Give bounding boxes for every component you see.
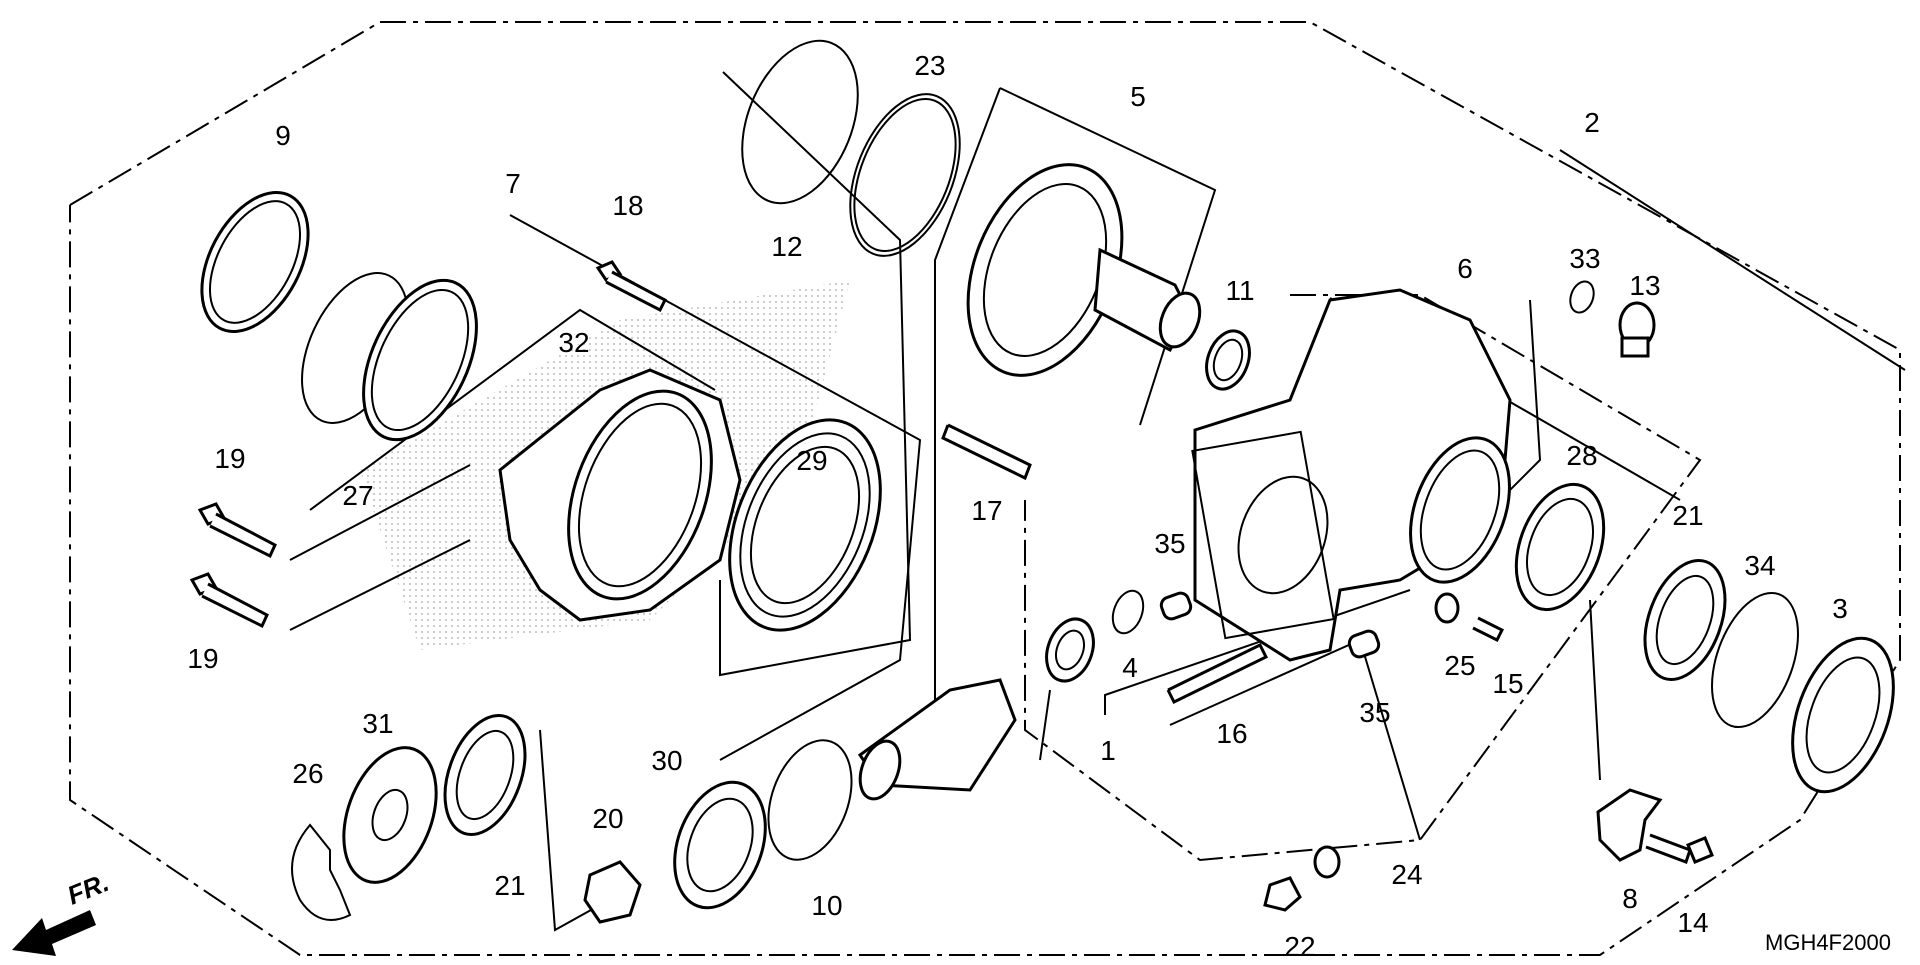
callout-20: 20 bbox=[592, 803, 623, 834]
callout-5: 5 bbox=[1130, 81, 1146, 112]
callout-22: 22 bbox=[1284, 931, 1315, 960]
part-32-seal-ring bbox=[362, 278, 478, 442]
part-24-washer bbox=[1313, 845, 1341, 879]
callout-15: 15 bbox=[1492, 668, 1523, 699]
part-18-bolt bbox=[595, 260, 667, 313]
part-34-o-ring bbox=[1711, 591, 1799, 729]
part-14-bolt bbox=[1645, 833, 1714, 864]
callout-10: 10 bbox=[811, 890, 842, 921]
part-35-dowel-upper bbox=[1159, 591, 1193, 621]
callout-17: 17 bbox=[971, 495, 1002, 526]
callout-32: 32 bbox=[558, 327, 589, 358]
callout-3: 3 bbox=[1832, 593, 1848, 624]
part-31-oil-seal bbox=[342, 746, 438, 884]
callout-31: 31 bbox=[362, 708, 393, 739]
part-22-nut bbox=[1263, 876, 1302, 912]
part-35-dowel-lower bbox=[1347, 629, 1381, 659]
callout-18: 18 bbox=[612, 190, 643, 221]
part-28-bearing bbox=[1514, 482, 1606, 612]
callout-28: 28 bbox=[1566, 440, 1597, 471]
callout-2: 2 bbox=[1584, 107, 1600, 138]
part-26-lock-plate bbox=[291, 823, 352, 921]
callout-29: 29 bbox=[796, 445, 827, 476]
callout-21-left: 21 bbox=[494, 870, 525, 901]
diagram-code: MGH4F2000 bbox=[1765, 930, 1891, 955]
part-33-washer bbox=[1569, 280, 1595, 314]
callout-26: 26 bbox=[292, 758, 323, 789]
part-3-cap bbox=[1791, 636, 1895, 794]
part-12-snap-ring bbox=[741, 39, 859, 205]
part-21-nut-left bbox=[443, 713, 527, 837]
part-10-o-ring bbox=[767, 739, 853, 861]
part-20-pinion-nut bbox=[583, 860, 642, 924]
callout-23: 23 bbox=[914, 50, 945, 81]
part-5-ring-gear bbox=[966, 163, 1202, 377]
callout-19-lower: 19 bbox=[187, 643, 218, 674]
callout-30: 30 bbox=[651, 745, 682, 776]
part-16-stud bbox=[1166, 642, 1269, 705]
callout-35-upper: 35 bbox=[1154, 528, 1185, 559]
part-pinion-gear bbox=[857, 678, 1017, 801]
callout-14: 14 bbox=[1677, 907, 1708, 938]
assembly-outline bbox=[69, 21, 1901, 956]
callout-16: 16 bbox=[1216, 718, 1247, 749]
callout-11: 11 bbox=[1225, 275, 1254, 306]
part-29-bearing bbox=[728, 418, 882, 632]
part-21-nut-right bbox=[1643, 558, 1727, 682]
part-25-washer bbox=[1434, 592, 1460, 624]
callout-19-upper: 19 bbox=[214, 443, 245, 474]
callout-35-lower: 35 bbox=[1359, 697, 1390, 728]
part-23-o-ring bbox=[849, 93, 961, 257]
callout-1: 1 bbox=[1100, 735, 1116, 766]
callout-8: 8 bbox=[1622, 883, 1638, 914]
part-17-stud bbox=[941, 423, 1032, 481]
callout-6: 6 bbox=[1457, 253, 1473, 284]
callout-13: 13 bbox=[1629, 270, 1660, 301]
callout-25: 25 bbox=[1444, 650, 1475, 681]
part-19-bolt-lower bbox=[189, 572, 269, 629]
callout-21-right: 21 bbox=[1672, 500, 1703, 531]
part-30-bearing bbox=[673, 780, 767, 910]
part-11-oil-seal bbox=[1205, 329, 1251, 391]
part-15-bolt bbox=[1472, 616, 1505, 643]
part-7-housing-cover bbox=[498, 368, 742, 622]
callout-7: 7 bbox=[505, 168, 521, 199]
callout-24: 24 bbox=[1391, 859, 1422, 890]
part-19-bolt-upper bbox=[197, 502, 277, 559]
callout-labels: 1 2 3 4 5 6 7 8 9 10 11 12 13 14 15 16 1… bbox=[187, 50, 1848, 962]
front-direction-label: FR. bbox=[63, 867, 113, 911]
part-13-plug bbox=[1618, 301, 1656, 358]
part-8-bracket bbox=[1596, 788, 1663, 862]
callout-4: 4 bbox=[1122, 652, 1138, 683]
part-1-bushing bbox=[1045, 617, 1095, 683]
callout-33: 33 bbox=[1569, 243, 1600, 274]
front-direction-arrow: FR. bbox=[12, 867, 113, 956]
callout-27: 27 bbox=[342, 480, 373, 511]
callout-12: 12 bbox=[771, 231, 802, 262]
callout-9: 9 bbox=[275, 120, 291, 151]
part-9-oil-seal bbox=[200, 190, 310, 334]
callout-34: 34 bbox=[1744, 550, 1775, 581]
part-6-final-gear-case bbox=[1191, 288, 1512, 662]
part-4-snap-ring bbox=[1111, 589, 1145, 635]
